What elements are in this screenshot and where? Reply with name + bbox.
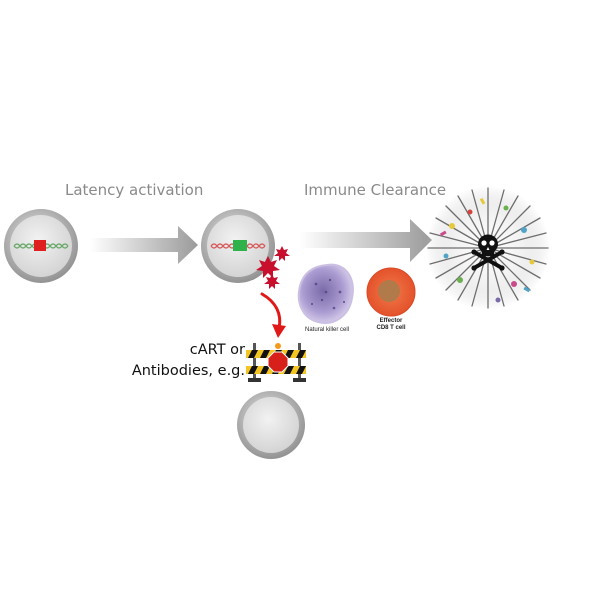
skull-crossbones-icon xyxy=(471,234,505,271)
cd8-t-cell xyxy=(366,267,416,317)
latency-activation-title: Latency activation xyxy=(65,181,204,199)
active-provirus-icon xyxy=(233,240,247,251)
activated-cell xyxy=(201,209,275,283)
cd8-caption-line2: CD8 T cell xyxy=(376,325,406,331)
nk-cell-caption: Natural killer cell xyxy=(304,327,349,333)
latent-cell xyxy=(4,209,78,283)
cd8-cell-caption: Effector CD8 T cell xyxy=(366,318,416,332)
latency-activation-arrow xyxy=(90,226,198,264)
treatment-branch-arrow xyxy=(260,292,286,338)
natural-killer-cell xyxy=(297,263,354,324)
stop-barricade-icon xyxy=(246,343,306,382)
immune-clearance-arrow xyxy=(300,219,432,262)
dead-cell-burst xyxy=(426,186,550,310)
latent-provirus-icon xyxy=(34,240,46,251)
cd8-caption-line1: Effector xyxy=(379,318,403,324)
treatment-line-antibodies: Antibodies, e.g. xyxy=(131,363,245,379)
immune-clearance-title: Immune Clearance xyxy=(304,181,447,199)
treatment-label: cART or Antibodies, e.g. xyxy=(132,340,245,382)
virion-icon xyxy=(256,246,290,289)
uninfected-cell xyxy=(237,391,305,459)
cell-debris xyxy=(439,197,535,303)
treatment-line-cart: cART or xyxy=(189,342,245,358)
